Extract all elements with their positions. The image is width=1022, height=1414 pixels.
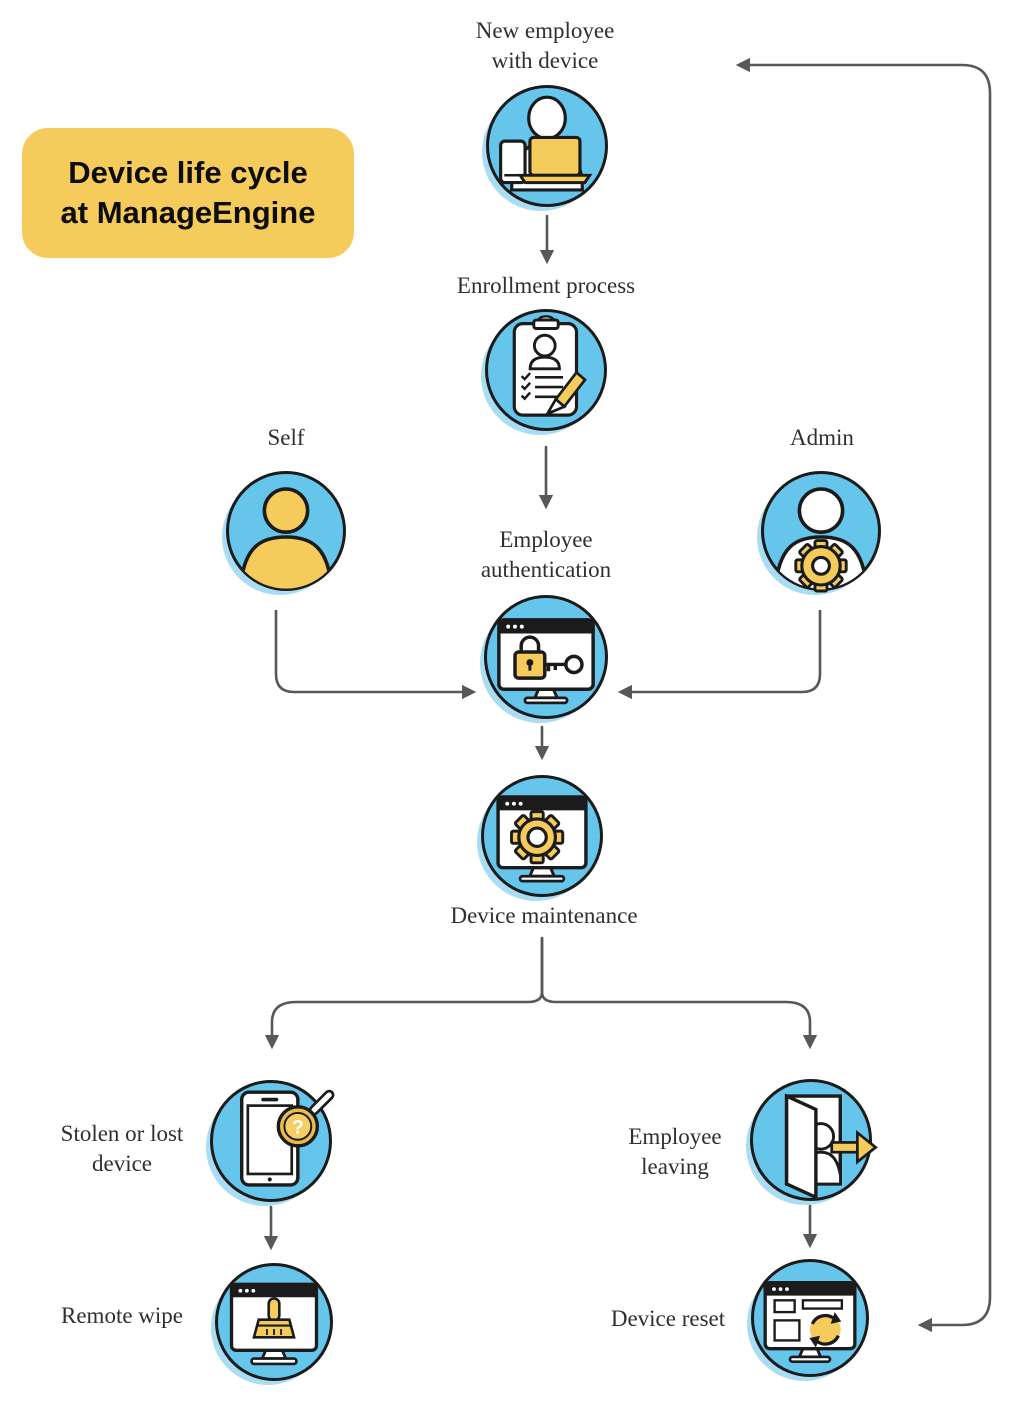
label-remote-wipe: Remote wipe — [61, 1303, 183, 1328]
connector-admin-to-authentication — [617, 609, 822, 700]
title-line-1: Device life cycle — [68, 155, 308, 190]
connector-devicereset-loop-to-newemployee — [735, 57, 992, 1333]
connector-maintenance-to-stolen — [264, 936, 544, 1050]
label-enrollment: Enrollment process — [456, 273, 636, 298]
node-stolen: ? — [210, 1080, 335, 1202]
tablet-search-icon: ? — [240, 1089, 335, 1187]
clipboard-checklist-icon — [512, 315, 587, 417]
label-leaving: Employee leaving — [628, 1124, 722, 1179]
gear-glyph — [510, 810, 565, 865]
title-line-2: at ManageEngine — [60, 195, 316, 230]
node-device-reset — [751, 1259, 869, 1377]
label-stolen: Stolen or lost device — [60, 1121, 184, 1176]
user-gear-icon — [773, 487, 869, 593]
connector-self-to-authentication — [274, 609, 477, 700]
gear-browser-icon — [496, 795, 588, 883]
door-exit-icon — [784, 1093, 878, 1201]
user-icon — [238, 487, 334, 589]
gear-glyph — [794, 539, 848, 593]
connector-maintenance-to-leaving — [540, 936, 818, 1050]
node-remote-wipe — [215, 1263, 333, 1381]
label-maintenance: Device maintenance — [450, 903, 638, 928]
node-authentication — [484, 595, 608, 719]
node-self — [226, 471, 346, 591]
label-admin: Admin — [790, 425, 854, 450]
node-leaving — [750, 1079, 878, 1201]
label-self: Self — [267, 425, 305, 450]
title-card: Device life cycle at ManageEngine — [22, 128, 354, 258]
lock-and-key-browser-icon — [497, 618, 595, 705]
node-maintenance — [481, 775, 603, 897]
label-authentication: Employee authentication — [480, 527, 612, 582]
label-new-employee: New employee with device — [475, 18, 615, 73]
employee-with-device-icon — [499, 95, 593, 192]
question-mark: ? — [292, 1117, 304, 1139]
node-enrollment — [485, 309, 607, 431]
label-device-reset: Device reset — [610, 1306, 726, 1331]
broom-browser-icon — [229, 1282, 319, 1366]
node-admin — [761, 471, 881, 593]
refresh-browser-icon — [763, 1280, 857, 1363]
node-new-employee — [486, 85, 608, 207]
